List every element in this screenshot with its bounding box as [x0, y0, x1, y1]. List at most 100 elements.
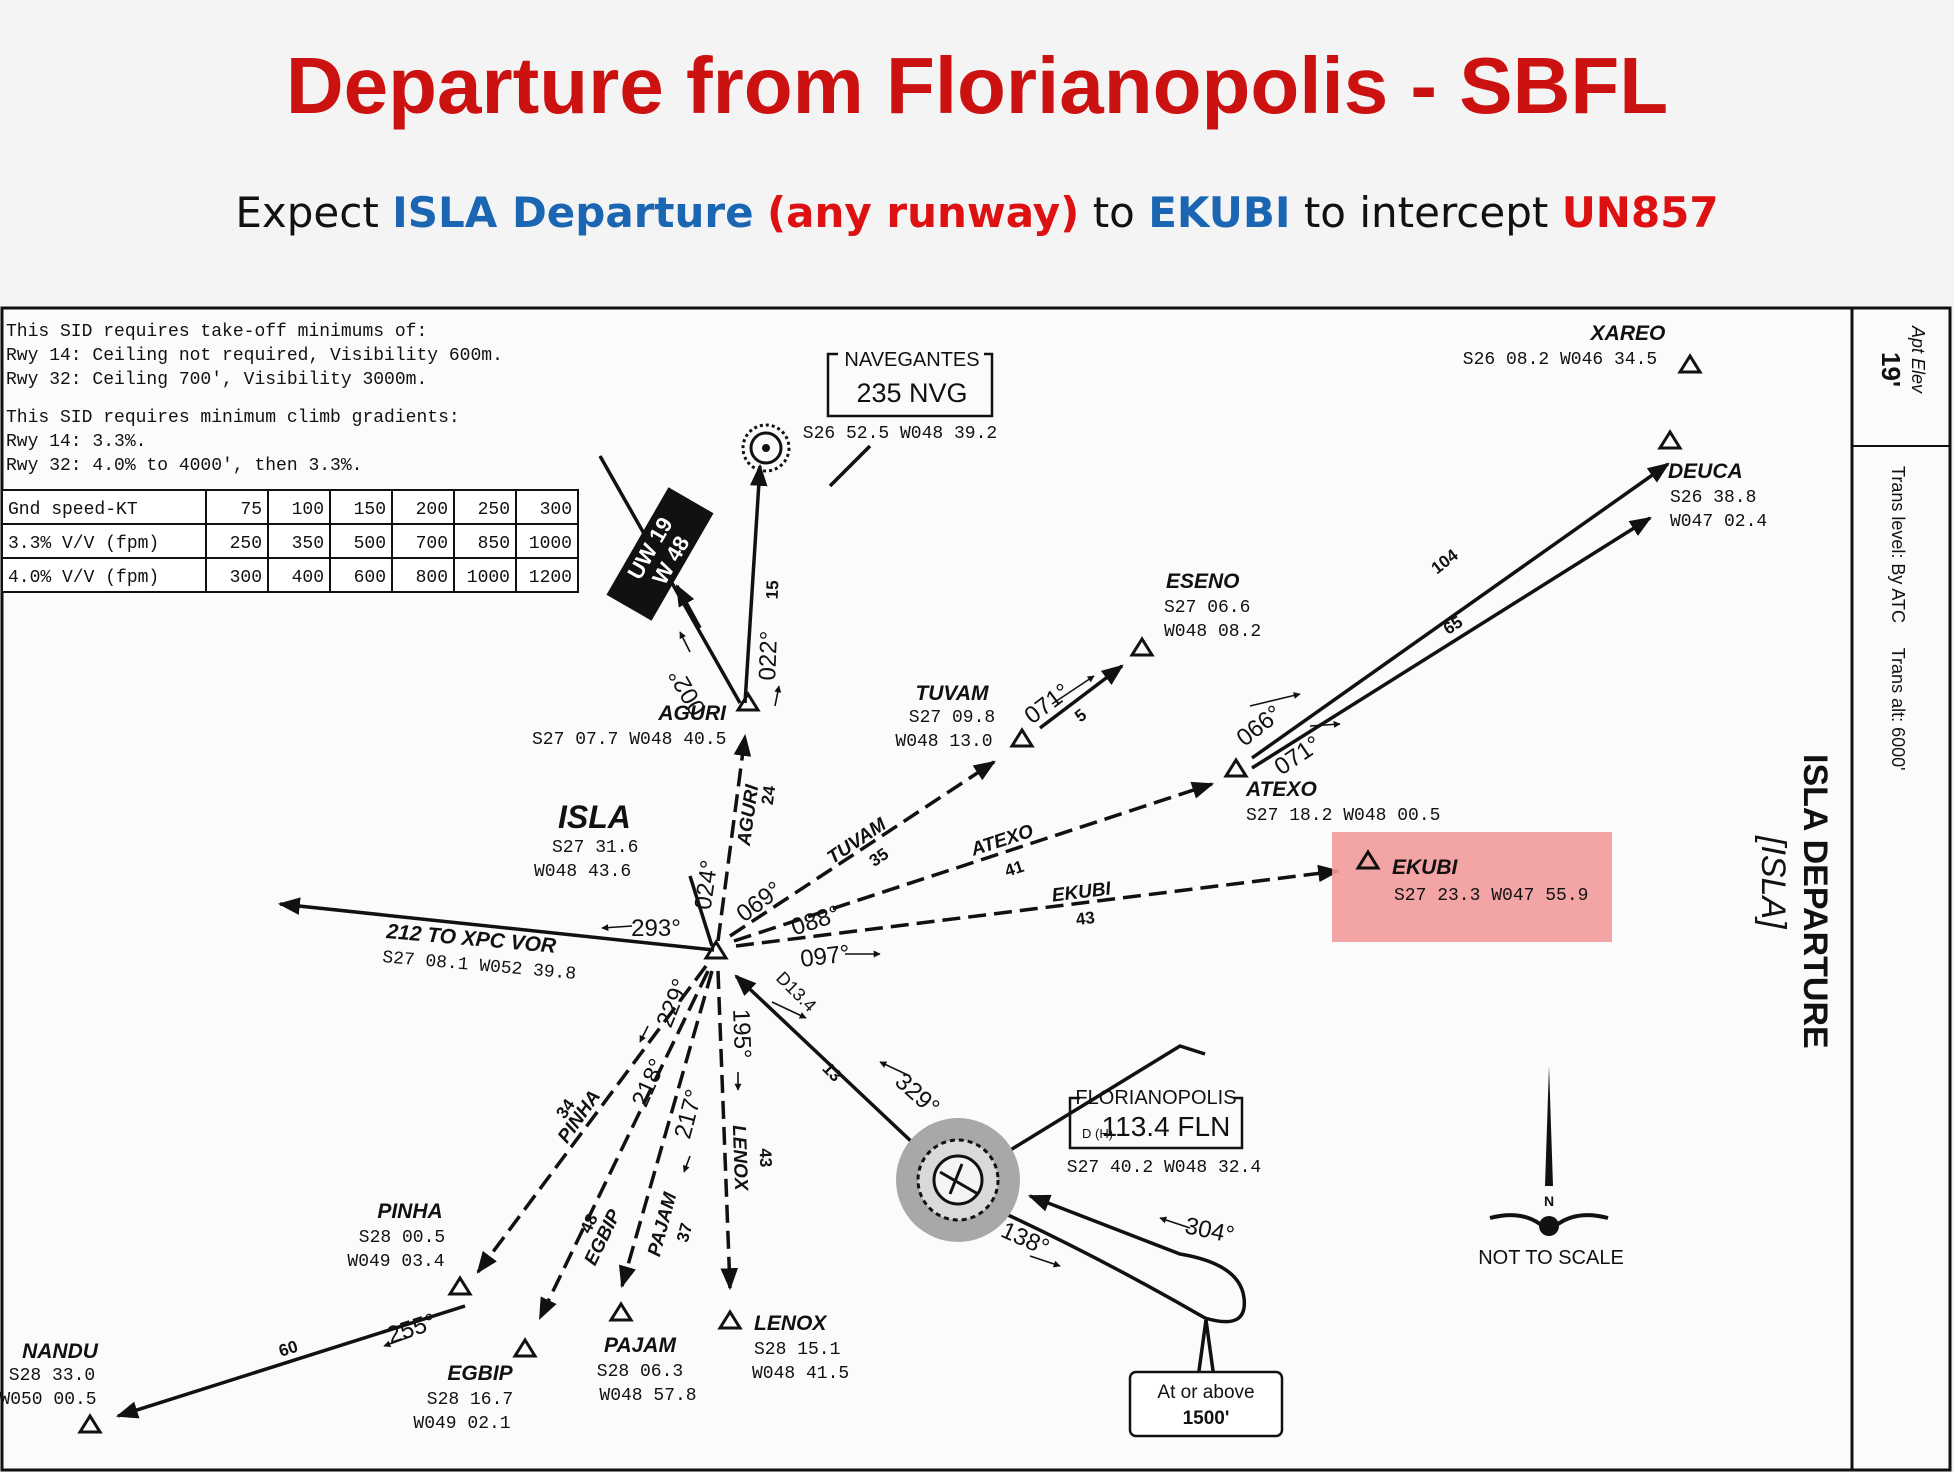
- deuca-lat: S26 38.8: [1670, 488, 1756, 508]
- eseno-lat: S27 06.6: [1164, 598, 1250, 618]
- crs-arrow-066: [1249, 692, 1301, 707]
- route-isla-lenox: [716, 970, 739, 1291]
- climb-table-cell: 300: [230, 568, 262, 588]
- leg-pajam-dist: 37: [673, 1221, 696, 1244]
- side-panel: Apt Elev 19' Trans level: By ATC Trans a…: [1754, 325, 1928, 1049]
- tuvam-fix-icon: [1009, 727, 1035, 748]
- subtitle-fix: EKUBI: [1148, 188, 1291, 237]
- pinha-fix-icon: [447, 1275, 473, 1296]
- route-isla-aguri: [716, 733, 752, 942]
- atexo-coords: S27 18.2 W048 00.5: [1246, 806, 1440, 826]
- subtitle-sid: ISLA Departure: [392, 188, 754, 237]
- tuvam-lat: S27 09.8: [909, 708, 995, 728]
- ekubi-coords: S27 23.3 W047 55.9: [1394, 886, 1588, 906]
- note-line-2: Rwy 14: Ceiling not required, Visibility…: [6, 346, 503, 366]
- compass-center-icon: [1539, 1216, 1559, 1236]
- dist-60: 60: [276, 1337, 300, 1361]
- climb-table-cell: 1000: [467, 568, 510, 588]
- restriction-leader-2: [1204, 1319, 1216, 1379]
- fln-name: FLORIANOPOLIS: [1075, 1087, 1236, 1109]
- tuvam-name: TUVAM: [915, 682, 989, 705]
- subtitle-airway: UN857: [1561, 188, 1719, 237]
- north-label: N: [1544, 1193, 1554, 1209]
- pinha-name: PINHA: [377, 1200, 442, 1223]
- nvg-coords: S26 52.5 W048 39.2: [803, 424, 997, 444]
- route-lines: [115, 444, 1670, 1419]
- climb-table-frame: [1, 489, 579, 593]
- fix-symbols: [77, 353, 1703, 1434]
- route-aguri-nvg: [743, 463, 768, 704]
- trans-level-info: Trans level: By ATC Trans alt: 6000': [1888, 466, 1908, 771]
- altitude-restriction-box: At or above 1500': [1128, 1370, 1284, 1438]
- crs-arrow-255: [383, 1335, 413, 1348]
- climb-table-cell: 100: [292, 500, 324, 520]
- deuca-lon: W047 02.4: [1670, 512, 1767, 532]
- isla-fix-icon: [703, 939, 729, 960]
- ekubi-highlight: [1332, 832, 1612, 942]
- climb-table-cell: 250: [230, 534, 262, 554]
- apt-elev-value: 19': [1876, 352, 1906, 387]
- route-fln-navaid-leader: [954, 1044, 1206, 1186]
- climb-table-cell: 75: [240, 500, 262, 520]
- apt-elev-label: Apt Elev: [1908, 325, 1928, 394]
- course-195: 195°: [727, 1008, 756, 1059]
- egbip-lat: S28 16.7: [427, 1390, 513, 1410]
- subtitle: Expect ISLA Departure (any runway) to EK…: [0, 188, 1954, 237]
- chart-code: [ISLA]: [1754, 835, 1792, 930]
- nandu-fix-icon: [77, 1413, 103, 1434]
- course-022: 022°: [754, 630, 783, 681]
- tuvam-lon: W048 13.0: [895, 732, 992, 752]
- climb-table-row-header: 3.3% V/V (fpm): [8, 534, 159, 554]
- xareo-fix-icon: [1677, 353, 1703, 374]
- route-isla-pajam: [618, 970, 714, 1289]
- not-to-scale-label: NOT TO SCALE: [1478, 1247, 1624, 1269]
- deuca-name: DEUCA: [1668, 460, 1743, 483]
- pinha-lat: S28 00.5: [359, 1228, 445, 1248]
- climb-table-cell: 600: [354, 568, 386, 588]
- lenox-lon: W048 41.5: [752, 1364, 849, 1384]
- fln-info-box: FLORIANOPOLIS D (H) 113.4 FLN S27 40.2 W…: [1067, 1087, 1261, 1178]
- climb-table-cell: 300: [540, 500, 572, 520]
- fix-labels: XAREO S26 08.2 W046 34.5 DEUCA S26 38.8 …: [0, 322, 1767, 1434]
- route-nvg-leader: [828, 444, 872, 488]
- route-isla-pinha: [476, 964, 708, 1274]
- climb-table-cell: 800: [416, 568, 448, 588]
- route-racetrack: [961, 1192, 1247, 1324]
- nvg-name: NAVEGANTES: [844, 349, 979, 371]
- compass-wings-icon: [1489, 1213, 1609, 1226]
- aguri-coords: S27 07.7 W048 40.5: [532, 730, 726, 750]
- restriction-line-1: At or above: [1157, 1382, 1254, 1403]
- crs-arrow-293: [601, 924, 633, 932]
- egbip-name: EGBIP: [447, 1362, 513, 1385]
- crs-arrow-d134: [771, 1001, 807, 1019]
- chart-frame: [0, 306, 1952, 1472]
- route-uw19-arrow: [675, 584, 702, 629]
- subtitle-expect: Expect: [235, 188, 379, 237]
- dist-15: 15: [763, 580, 783, 600]
- lenox-fix-icon: [717, 1309, 743, 1330]
- pajam-name: PAJAM: [604, 1334, 676, 1357]
- pajam-lat: S28 06.3: [597, 1362, 683, 1382]
- route-isla-ekubi: [735, 864, 1341, 948]
- route-pinha-nandu: [115, 1304, 466, 1419]
- crs-arrow-329: [879, 1061, 911, 1077]
- dashed-routes: [476, 733, 1341, 1320]
- vor-florianopolis-symbol: [896, 1118, 1020, 1242]
- leg-atexo-dist: 41: [1002, 857, 1026, 881]
- restriction-leader: [1196, 1319, 1208, 1379]
- crs-arrow-022: [774, 685, 782, 707]
- note-line-6: Rwy 32: 4.0% to 4000', then 3.3%.: [6, 456, 362, 476]
- fln-class: D (H): [1082, 1126, 1113, 1141]
- eseno-name: ESENO: [1166, 570, 1240, 593]
- note-line-5: Rwy 14: 3.3%.: [6, 432, 146, 452]
- course-293: 293°: [631, 915, 681, 942]
- fln-coords: S27 40.2 W048 32.4: [1067, 1158, 1261, 1178]
- course-097: 097°: [799, 940, 852, 973]
- xareo-coords: S26 08.2 W046 34.5: [1463, 350, 1657, 370]
- eseno-fix-icon: [1129, 636, 1155, 657]
- north-arrow-icon: [1545, 1066, 1553, 1186]
- climb-table-cell: 400: [292, 568, 324, 588]
- nandu-lon: W050 00.5: [0, 1390, 97, 1410]
- restriction-line-2: 1500': [1183, 1408, 1230, 1429]
